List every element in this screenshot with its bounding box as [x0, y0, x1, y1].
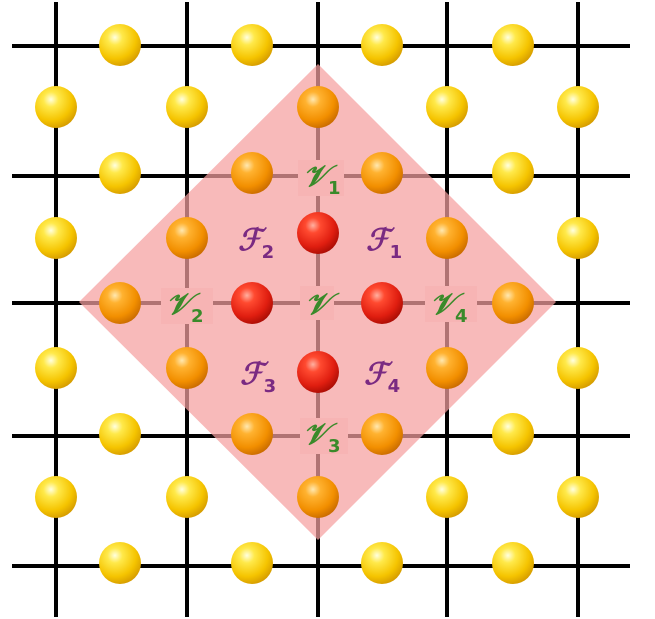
sphere-far	[557, 476, 599, 518]
sphere-far	[361, 542, 403, 584]
sphere-far	[492, 152, 534, 194]
sphere-far	[99, 542, 141, 584]
sphere-near	[361, 413, 403, 455]
sphere-far	[557, 347, 599, 389]
sphere-far	[35, 476, 77, 518]
sphere-near	[426, 347, 468, 389]
sphere-center	[361, 282, 403, 324]
sphere-near	[426, 217, 468, 259]
sphere-far	[231, 24, 273, 66]
sphere-far	[35, 86, 77, 128]
sphere-far	[166, 86, 208, 128]
sphere-near	[297, 86, 339, 128]
sphere-far	[99, 24, 141, 66]
sphere-far	[557, 217, 599, 259]
sphere-center	[231, 282, 273, 324]
sphere-far	[166, 476, 208, 518]
sphere-near	[166, 347, 208, 389]
sphere-far	[492, 24, 534, 66]
vertex-label-backdrop	[425, 286, 477, 322]
vertex-label-backdrop	[298, 160, 344, 196]
sphere-near	[361, 152, 403, 194]
sphere-far	[99, 152, 141, 194]
sphere-near	[231, 152, 273, 194]
sphere-center	[297, 212, 339, 254]
sphere-far	[361, 24, 403, 66]
vertex-label-backdrop	[161, 288, 213, 324]
sphere-far	[426, 476, 468, 518]
label-backdrops	[161, 160, 477, 454]
sphere-near	[297, 476, 339, 518]
sphere-near	[99, 282, 141, 324]
sphere-far	[99, 413, 141, 455]
sphere-near	[231, 413, 273, 455]
sphere-far	[231, 542, 273, 584]
sphere-near	[492, 282, 534, 324]
vertex-label-backdrop	[300, 286, 334, 320]
sphere-far	[35, 217, 77, 259]
sphere-far	[492, 413, 534, 455]
sphere-center	[297, 351, 339, 393]
sphere-far	[492, 542, 534, 584]
spheres	[35, 24, 599, 584]
sphere-far	[35, 347, 77, 389]
sphere-far	[557, 86, 599, 128]
vertex-label-backdrop	[300, 418, 348, 454]
sphere-near	[166, 217, 208, 259]
sphere-far	[426, 86, 468, 128]
